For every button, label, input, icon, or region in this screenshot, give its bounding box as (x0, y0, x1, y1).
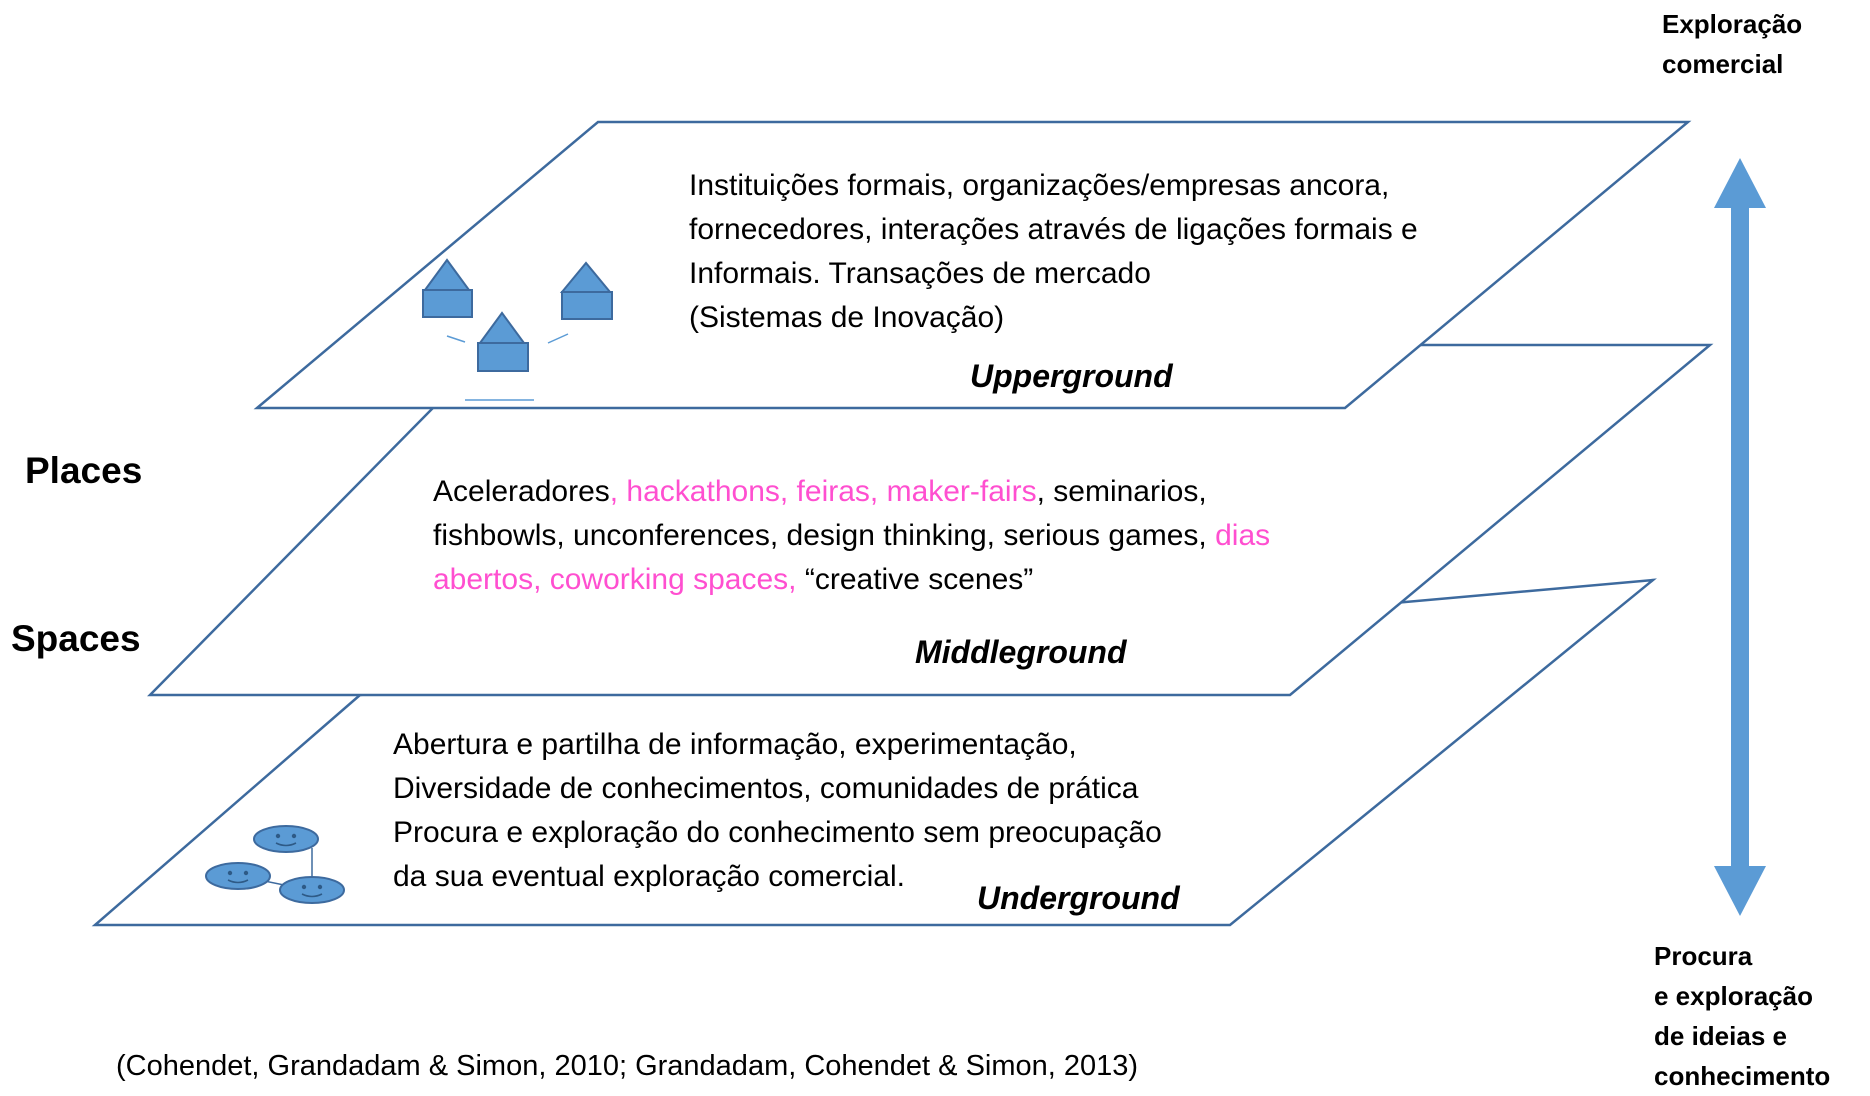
underground-label: Underground (977, 880, 1180, 916)
axis-bottom-line: e exploração (1654, 981, 1813, 1011)
middleground-highlight: dias (1215, 519, 1271, 552)
middleground-text: fishbowls, unconferences, design thinkin… (433, 519, 1216, 552)
middleground-description: Aceleradores, hackathons, feiras, maker-… (433, 470, 1270, 602)
axis-bottom-label: Procura e exploração de ideias e conheci… (1654, 936, 1830, 1096)
building-icon-group (422, 258, 613, 401)
places-label: Places (25, 450, 143, 491)
underground-line: Abertura e partilha de informação, exper… (393, 728, 1077, 761)
axis-top-line: Exploração (1662, 9, 1803, 39)
axis-top-line: comercial (1662, 49, 1784, 79)
axis-bottom-line: de ideias e (1654, 1021, 1787, 1051)
middleground-label: Middleground (915, 634, 1127, 670)
underground-line: Diversidade de conhecimentos, comunidade… (393, 772, 1139, 805)
middleground-text: “creative scenes” (796, 563, 1034, 596)
upperground-line: Instituições formais, organizações/empre… (689, 169, 1390, 202)
middleground-line: Aceleradores, hackathons, feiras, maker-… (433, 470, 1270, 514)
middleground-highlight: abertos, coworking spaces, (433, 563, 797, 596)
person-icon (253, 825, 319, 853)
middleground-text: , seminarios, (1036, 475, 1207, 508)
upperground-line: fornecedores, interações através de liga… (689, 213, 1418, 246)
axis-bottom-line: Procura (1654, 941, 1753, 971)
person-icon (205, 862, 271, 890)
middleground-text: Aceleradores (433, 475, 610, 508)
person-icon (279, 876, 345, 904)
axis-top-label: Exploração comercial (1662, 4, 1802, 84)
people-icon-group (205, 825, 345, 904)
middleground-line: fishbowls, unconferences, design thinkin… (433, 514, 1270, 558)
upperground-line: (Sistemas de Inovação) (689, 301, 1005, 334)
underground-description: Abertura e partilha de informação, exper… (393, 723, 1162, 899)
building-icon (477, 311, 529, 372)
building-icon (559, 261, 613, 320)
upperground-plane (253, 120, 1692, 410)
upperground-description: Instituições formais, organizações/empre… (689, 164, 1418, 340)
spaces-label: Spaces (11, 618, 141, 659)
upperground-label: Upperground (970, 358, 1173, 394)
middleground-highlight: , hackathons, feiras, maker-fairs (609, 475, 1037, 508)
middleground-line: abertos, coworking spaces, “creative sce… (433, 558, 1270, 602)
double-arrow-icon (1714, 158, 1766, 916)
citation: (Cohendet, Grandadam & Simon, 2010; Gran… (116, 1050, 1139, 1082)
underground-line: da sua eventual exploração comercial. (393, 860, 905, 893)
upperground-line: Informais. Transações de mercado (689, 257, 1151, 290)
underground-line: Procura e exploração do conhecimento sem… (393, 816, 1162, 849)
building-icon (422, 258, 473, 318)
axis-bottom-line: conhecimento (1654, 1061, 1831, 1091)
